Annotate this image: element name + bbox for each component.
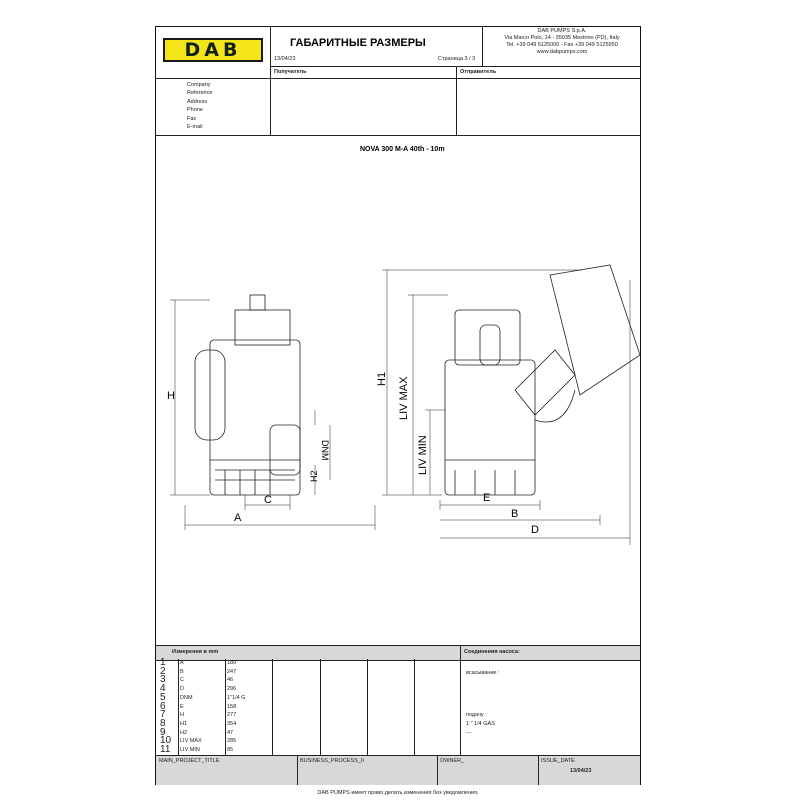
table-row: 8 H1 354 <box>158 717 278 729</box>
front-view-dimensions <box>170 299 376 530</box>
row-number: 2 <box>160 665 166 677</box>
side-view-dimensions <box>382 269 631 545</box>
table-row: 2 B 247 <box>158 665 278 677</box>
dimensions-header: Измерения в mm <box>172 649 219 655</box>
recipient-label: Получатель <box>274 69 307 75</box>
row-number: 6 <box>160 700 166 712</box>
table-row: 1 A 180 <box>158 657 278 668</box>
company-info: DAB PUMPS S.p.A.Via Marco Polo, 14 - 350… <box>504 28 620 55</box>
table-row: 4 D 296 <box>158 683 278 695</box>
dim-label-liv-max: LIV MAX <box>398 376 410 420</box>
dimension-value: 47 <box>227 729 234 736</box>
project-title: MAIN_PROJECT_TITLE <box>159 758 220 764</box>
dimension-name: DNM <box>180 694 193 701</box>
row-number: 5 <box>160 691 166 703</box>
footer-bar <box>156 755 640 785</box>
dim-label-c: C <box>264 494 272 506</box>
dimension-name: D <box>180 686 184 693</box>
row-number: 7 <box>160 709 166 721</box>
dimension-value: 296 <box>227 686 237 693</box>
dimension-value: 1"1/4 G <box>227 694 246 701</box>
front-view-pump <box>194 294 301 496</box>
dimension-name: LIV MIN <box>180 747 200 753</box>
row-number: 8 <box>160 717 166 729</box>
header-date: 13/04/23 <box>274 56 296 62</box>
dimension-value: 85 <box>227 747 234 753</box>
table-row: 3 C 46 <box>158 674 278 686</box>
row-number: 4 <box>160 683 166 695</box>
dimension-value: 158 <box>227 703 237 710</box>
table-row: 9 H2 47 <box>158 726 278 738</box>
dimension-name: B <box>180 668 184 675</box>
delivery-value: 1 " 1/4 GAS <box>466 721 495 727</box>
dimension-value: 247 <box>227 668 237 675</box>
dimension-name: E <box>180 703 184 710</box>
dimension-name: H1 <box>180 720 188 727</box>
dimension-value: 285 <box>227 738 237 745</box>
dim-label-h2: H2 <box>309 470 319 482</box>
issue-date: 13/04/23 <box>570 768 592 774</box>
delivery-label: подачу : <box>466 712 487 718</box>
dim-label-h1: H1 <box>376 371 388 386</box>
dim-label-liv-min: LIV MIN <box>417 435 429 475</box>
dim-label-a: A <box>234 512 242 524</box>
dimension-value: 180 <box>227 660 237 666</box>
delivery-extra: --- <box>466 730 472 736</box>
table-row: 5 DNM 1"1/4 G <box>158 691 278 703</box>
row-number: 9 <box>160 726 166 738</box>
dimension-value: 354 <box>227 720 237 727</box>
table-row: 10 LIV MAX 285 <box>158 735 278 747</box>
issue-date-label: ISSUE_DATE <box>541 758 575 764</box>
dimension-value: 46 <box>227 677 234 684</box>
row-number: 1 <box>160 657 166 668</box>
side-view-pump <box>444 264 641 496</box>
table-row: 6 E 158 <box>158 700 278 712</box>
dab-logo: DAB <box>163 38 263 62</box>
connections-header: Соединения насоса: <box>464 649 520 655</box>
dim-label-d: D <box>531 524 539 536</box>
row-number: 10 <box>160 735 172 747</box>
table-row: 11 LIV MIN 85 <box>158 744 278 755</box>
dimension-value: 277 <box>227 712 237 719</box>
row-number: 11 <box>160 744 171 755</box>
dimension-name: H2 <box>180 729 188 736</box>
sender-label: Отправитель <box>460 69 497 75</box>
page-title: ГАБАРИТНЫЕ РАЗМЕРЫ <box>290 37 426 49</box>
disclaimer: DAB PUMPS имеет право делать изменения б… <box>317 790 479 796</box>
dim-label-b: B <box>511 508 519 520</box>
dim-label-h: H <box>167 390 175 402</box>
owner: OWNER_ <box>440 758 465 764</box>
dimension-name: LIV MAX <box>180 738 202 745</box>
business-process: BUSINESS_PROCESS_II <box>300 758 364 764</box>
dimension-drawing <box>170 264 641 545</box>
dim-label-dnm: DNM <box>320 440 330 461</box>
page-number: Страница 3 / 3 <box>438 56 476 62</box>
dimension-name: A <box>180 660 184 666</box>
dimension-name: H <box>180 712 184 719</box>
suction-label: всасывание : <box>466 670 500 676</box>
row-number: 3 <box>160 674 166 686</box>
table-header-bar <box>156 645 640 661</box>
dimension-name: C <box>180 677 184 684</box>
dim-label-e: E <box>483 492 491 504</box>
model-title: NOVA 300 M-A 40th - 10m <box>360 146 445 153</box>
table-row: 7 H 277 <box>158 709 278 721</box>
